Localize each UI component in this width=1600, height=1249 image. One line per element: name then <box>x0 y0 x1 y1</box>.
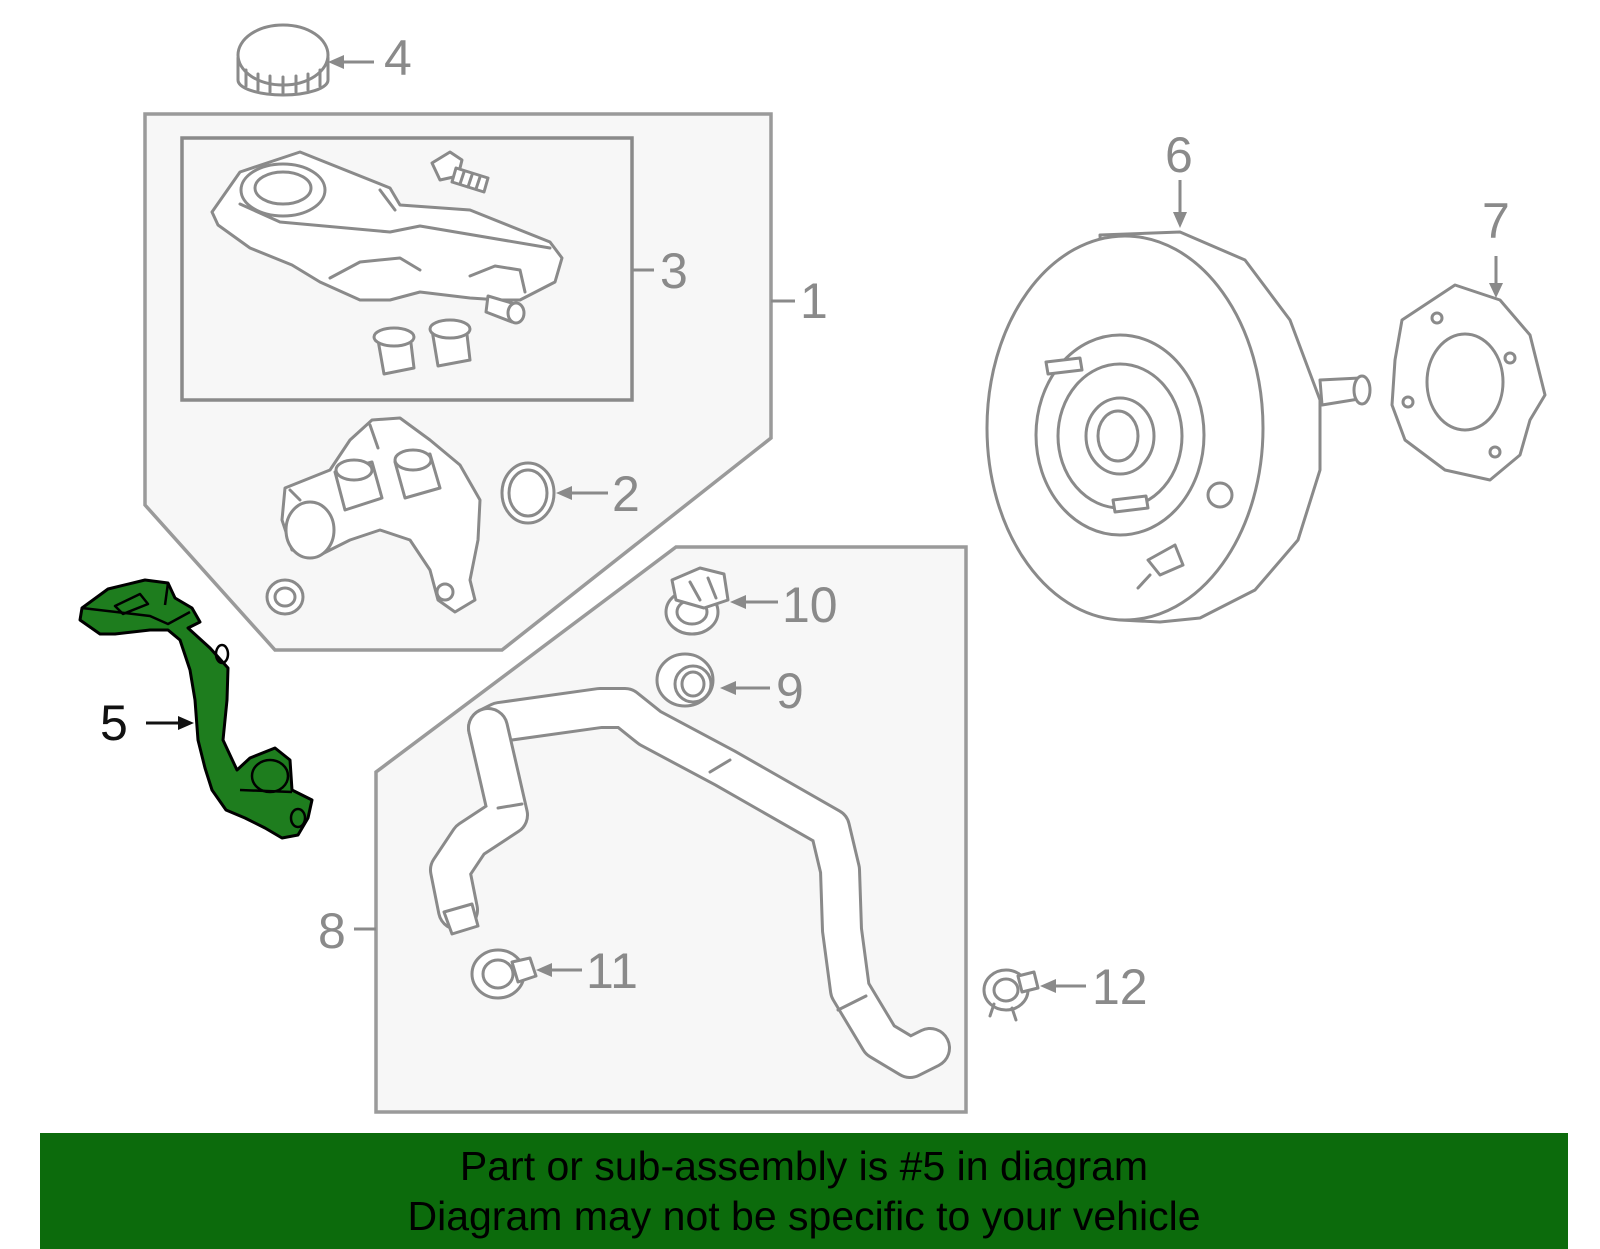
reservoir-cap <box>236 23 330 97</box>
reservoir-grommets <box>372 318 472 376</box>
booster-gasket <box>1390 283 1547 482</box>
callout-2: 2 <box>612 466 640 522</box>
o-ring <box>500 461 556 525</box>
callout-8: 8 <box>318 903 346 959</box>
clamp-10 <box>664 566 730 636</box>
bracket-part-5 <box>78 578 314 840</box>
master-cylinder-body <box>280 416 482 614</box>
reservoir-bolt <box>430 150 490 194</box>
banner-line-disclaimer: Diagram may not be specific to your vehi… <box>407 1193 1201 1239</box>
check-valve <box>655 652 715 708</box>
reservoir-tank <box>210 150 564 302</box>
callout-7: 7 <box>1482 193 1510 249</box>
callout-9: 9 <box>776 663 804 719</box>
clamp-12 <box>982 968 1040 1022</box>
reservoir-nozzle <box>484 294 526 325</box>
callout-3: 3 <box>660 243 688 299</box>
vacuum-hose <box>429 687 951 1079</box>
callout-4: 4 <box>384 30 412 86</box>
callout-12: 12 <box>1092 959 1148 1015</box>
callout-1: 1 <box>800 273 828 329</box>
callout-6: 6 <box>1165 127 1193 183</box>
info-banner: Part or sub-assembly is #5 in diagram Di… <box>40 1133 1568 1249</box>
banner-line-part-number: Part or sub-assembly is #5 in diagram <box>459 1143 1149 1189</box>
clamp-11 <box>470 948 538 1000</box>
callout-11: 11 <box>586 943 638 999</box>
small-seal <box>265 578 305 616</box>
brake-booster <box>985 230 1372 624</box>
callout-10: 10 <box>782 577 838 633</box>
callout-5: 5 <box>100 695 128 751</box>
